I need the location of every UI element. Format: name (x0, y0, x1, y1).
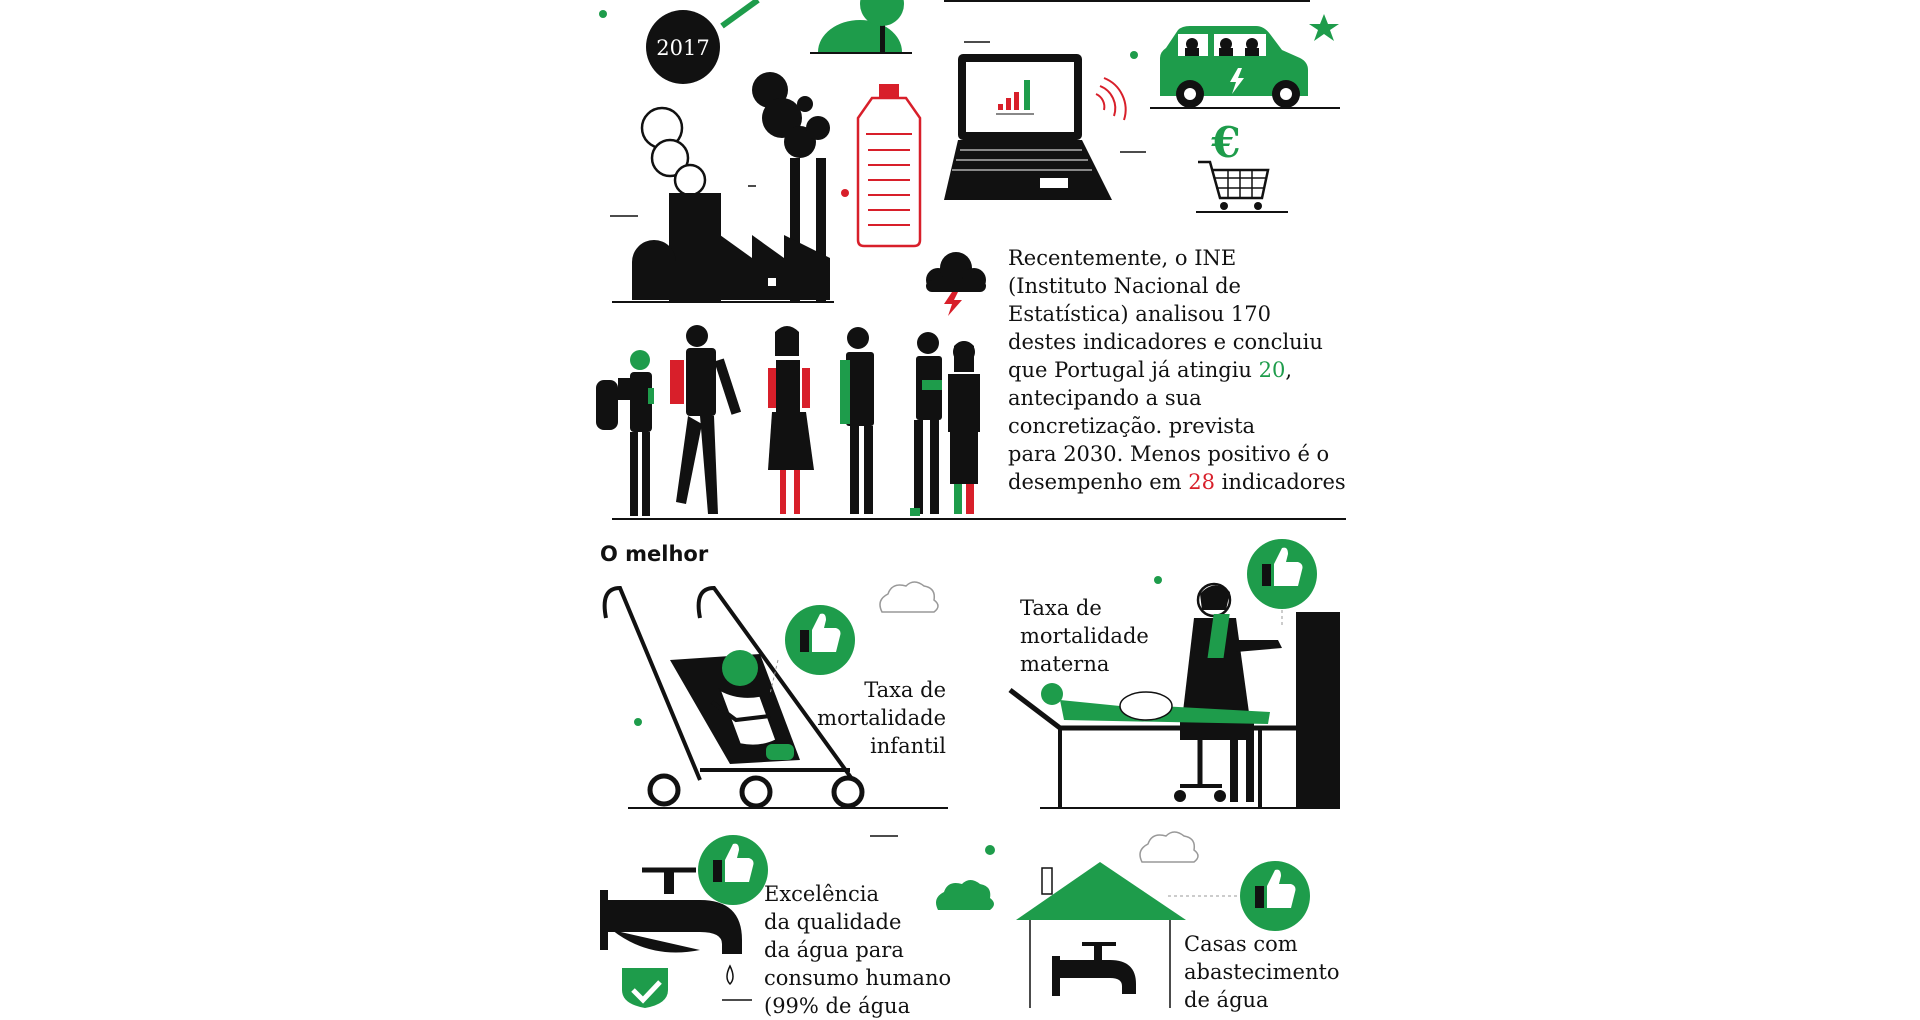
stroller-illustration (602, 585, 948, 809)
water-tap-illustration (600, 835, 898, 1008)
label-line: de água (1184, 988, 1269, 1012)
label-line: Taxa de (1020, 596, 1102, 620)
intro-text: desempenho em (1008, 470, 1189, 494)
intro-line: desempenho em 28 indicadores (1008, 468, 1346, 496)
label-line: (99% de água (764, 994, 911, 1018)
tree-icon (810, 0, 912, 54)
label-line: Casas com (1184, 932, 1298, 956)
intro-line: para 2030. Menos positivo é o (1008, 442, 1330, 466)
label-line: da água para (764, 938, 904, 962)
maternal-doctor-illustration (1008, 576, 1340, 809)
label-line: mortalidade (817, 706, 946, 730)
intro-line: destes indicadores e concluiu (1008, 330, 1323, 354)
green-cloud-icon (936, 845, 995, 910)
laptop-icon (944, 41, 1146, 200)
shopping-cart-icon: € (1196, 118, 1288, 213)
label-line: da qualidade (764, 910, 902, 934)
label-line: infantil (870, 734, 946, 758)
thumbs-up-badge-infant (769, 605, 855, 695)
year-badge: 2017 (646, 10, 720, 84)
intro-line: antecipando a sua (1008, 386, 1202, 410)
section-title: O melhor (600, 542, 709, 566)
storm-cloud-icon (926, 252, 986, 316)
bottle-icon (856, 84, 922, 248)
intro-text: indicadores (1214, 470, 1346, 494)
factory-icon (610, 72, 834, 303)
lagging-count: 28 (1188, 470, 1215, 494)
intro-line: que Portugal já atingiu 20, (1008, 356, 1292, 384)
electric-car-icon (1130, 14, 1340, 109)
intro-line: (Instituto Nacional de (1008, 274, 1241, 298)
intro-line: concretização. prevista (1008, 414, 1256, 438)
svg-text:€: € (1210, 118, 1240, 167)
label-line: consumo humano (764, 966, 952, 990)
intro-line: Recentemente, o INE (1008, 246, 1237, 270)
house-tap-illustration (1016, 862, 1186, 1008)
label-line: abastecimento (1184, 960, 1340, 984)
cloud-icon (879, 581, 939, 613)
thumbs-up-badge-water (698, 835, 768, 905)
cloud-icon-house (1139, 831, 1199, 863)
label-line: Taxa de (864, 678, 946, 702)
intro-line: Estatística) analisou 170 (1008, 302, 1272, 326)
label-line: materna (1020, 652, 1110, 676)
thumbs-up-badge-maternal (1247, 539, 1317, 626)
label-line: mortalidade (1020, 624, 1149, 648)
intro-text: que Portugal já atingiu (1008, 358, 1259, 382)
intro-text: , (1285, 358, 1293, 382)
achieved-count: 20 (1258, 358, 1286, 382)
people-group-illustration (596, 325, 1346, 520)
thumbs-up-badge-houses (1168, 861, 1310, 931)
year-badge-text: 2017 (656, 36, 709, 60)
label-line: Excelência (764, 882, 880, 906)
